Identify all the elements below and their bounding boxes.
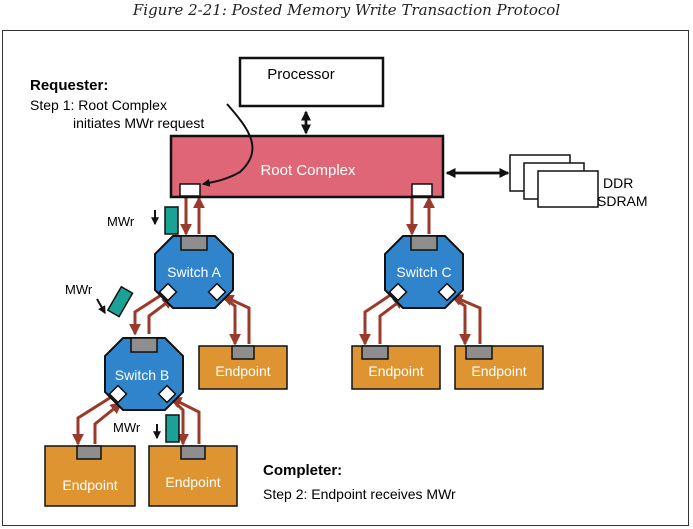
figure-caption: Figure 2-21: Posted Memory Write Transac… bbox=[132, 1, 561, 19]
requester-step-detail: initiates MWr request bbox=[73, 115, 204, 131]
switch-b-label: Switch B bbox=[115, 367, 169, 383]
endpoint-switch-a-port bbox=[231, 345, 255, 360]
root-complex-port-right bbox=[411, 183, 433, 197]
completer-annotation: Completer: Step 2: Endpoint receives MWr bbox=[263, 462, 456, 502]
switch-b-port-right bbox=[157, 384, 177, 404]
endpoint-switch-b-left: Endpoint bbox=[44, 445, 136, 507]
root-complex-label: Root Complex bbox=[260, 162, 356, 179]
memory-label-sdram: SDRAM bbox=[597, 193, 648, 209]
switch-c-upstream-port bbox=[410, 235, 438, 251]
switch-a-upstream-port bbox=[180, 235, 208, 251]
mwr-packet-3-label: MWr bbox=[113, 420, 141, 435]
link-switch-c-endpoint-left-up bbox=[378, 296, 406, 344]
switch-a-node: Switch A bbox=[154, 235, 234, 309]
switch-a-port-left bbox=[158, 282, 178, 302]
memory-label-ddr: DDR bbox=[603, 175, 633, 191]
mwr-packet-1: MWr bbox=[107, 206, 179, 235]
root-complex-node: Root Complex bbox=[169, 134, 445, 199]
mwr-packet-3-shape bbox=[165, 414, 180, 443]
switch-a-port-right bbox=[207, 282, 227, 302]
link-switch-a-endpoint-up bbox=[221, 294, 251, 344]
endpoint-completer-port bbox=[180, 445, 206, 460]
switch-b-upstream-port bbox=[130, 337, 158, 353]
link-switch-b-endpoint-left-down bbox=[72, 392, 117, 446]
switch-b-port-left bbox=[108, 384, 128, 404]
endpoint-switch-a: Endpoint bbox=[198, 345, 288, 390]
endpoint-completer-label: Endpoint bbox=[165, 474, 220, 490]
switch-a-label: Switch A bbox=[167, 264, 221, 280]
link-switch-b-endpoint-right-up bbox=[169, 396, 201, 444]
request-path-arrow bbox=[201, 103, 254, 187]
link-switch-b-endpoint-left-up bbox=[93, 401, 123, 444]
endpoint-switch-c-right-port bbox=[465, 345, 493, 360]
switch-c-port-right bbox=[437, 282, 457, 302]
endpoint-completer: Endpoint bbox=[148, 445, 238, 507]
requester-title: Requester: bbox=[30, 77, 108, 94]
switch-c-node: Switch C bbox=[384, 235, 464, 309]
switch-c-port-left bbox=[388, 282, 408, 302]
link-switch-c-endpoint-right-up bbox=[450, 294, 482, 344]
mwr-packet-2-label: MWr bbox=[65, 282, 93, 297]
link-switch-c-endpoint-left-down bbox=[359, 290, 396, 346]
memory-module-front bbox=[537, 170, 599, 208]
mwr-packet-3: MWr bbox=[113, 414, 180, 443]
processor-node: Processor bbox=[238, 56, 385, 108]
endpoint-switch-c-right: Endpoint bbox=[454, 345, 544, 390]
arrow-down-right-icon bbox=[96, 298, 106, 315]
endpoint-switch-b-left-label: Endpoint bbox=[62, 477, 117, 493]
switch-c-label: Switch C bbox=[396, 264, 451, 280]
endpoint-switch-a-label: Endpoint bbox=[215, 363, 270, 379]
mwr-packet-2-shape bbox=[106, 285, 134, 318]
requester-step: Step 1: Root Complex bbox=[30, 97, 167, 113]
links bbox=[72, 196, 482, 446]
processor-label: Processor bbox=[267, 66, 335, 83]
completer-step: Step 2: Endpoint receives MWr bbox=[263, 486, 456, 502]
completer-title: Completer: bbox=[263, 462, 342, 479]
endpoint-switch-c-left: Endpoint bbox=[351, 345, 441, 390]
mwr-packet-1-shape bbox=[164, 206, 179, 235]
diagram-frame bbox=[2, 30, 689, 526]
requester-annotation: Requester: Step 1: Root Complex initiate… bbox=[30, 77, 204, 131]
endpoint-switch-c-left-label: Endpoint bbox=[368, 363, 423, 379]
memory-stack bbox=[509, 154, 599, 208]
link-switch-a-switch-b-down bbox=[129, 290, 167, 336]
endpoint-switch-c-left-port bbox=[361, 345, 389, 360]
mwr-packet-2: MWr bbox=[65, 282, 134, 318]
link-switch-a-switch-b-up bbox=[147, 296, 175, 334]
root-complex-port-left bbox=[179, 183, 201, 197]
switch-b-node: Switch B bbox=[104, 337, 184, 411]
endpoint-switch-b-left-port bbox=[76, 445, 102, 460]
endpoint-switch-c-right-label: Endpoint bbox=[471, 363, 526, 379]
mwr-packet-1-label: MWr bbox=[107, 214, 135, 229]
